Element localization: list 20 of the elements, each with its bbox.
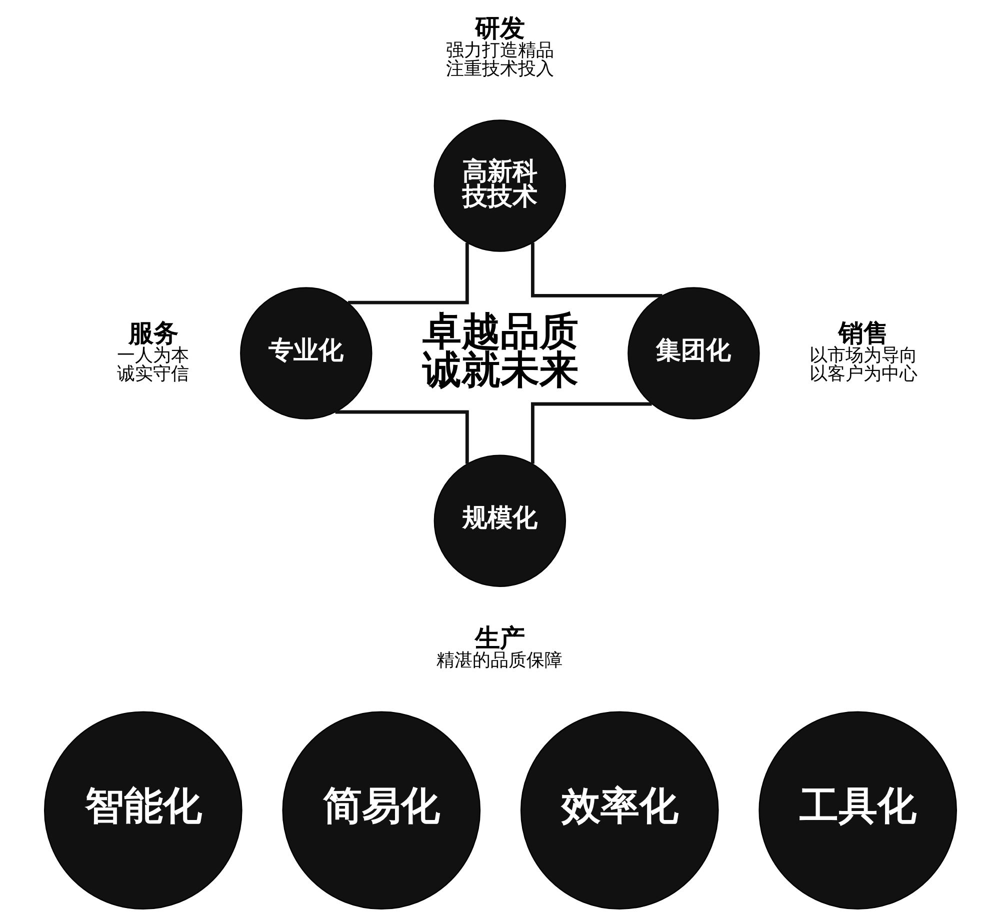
connector bbox=[530, 402, 652, 464]
label: 卓越品质诚就未来 bbox=[422, 309, 578, 394]
node-circle: 集团化 bbox=[627, 287, 760, 420]
node-circle: 简易化 bbox=[282, 711, 480, 910]
node-label: 以市场为导向以客户为中心 bbox=[808, 345, 917, 384]
node-label: 一人为本诚实守信 bbox=[116, 345, 188, 384]
connector bbox=[530, 242, 662, 298]
node-label: 生产 bbox=[474, 623, 524, 652]
node-label: 销售 bbox=[838, 318, 888, 348]
node-label: 精湛的品质保障 bbox=[436, 650, 562, 671]
connector bbox=[348, 242, 468, 304]
node-circle: 高新科技技术 bbox=[433, 120, 566, 252]
node-circle: 专业化 bbox=[240, 287, 372, 420]
node-circle: 智能化 bbox=[44, 711, 242, 910]
node-circle: 效率化 bbox=[520, 711, 718, 910]
node-circle: 工具化 bbox=[758, 711, 957, 910]
node-circle: 规模化 bbox=[433, 454, 566, 587]
connector bbox=[334, 410, 468, 464]
node-label: 服务 bbox=[128, 318, 178, 348]
node-label: 强力打造精品注重技术投入 bbox=[445, 40, 554, 80]
